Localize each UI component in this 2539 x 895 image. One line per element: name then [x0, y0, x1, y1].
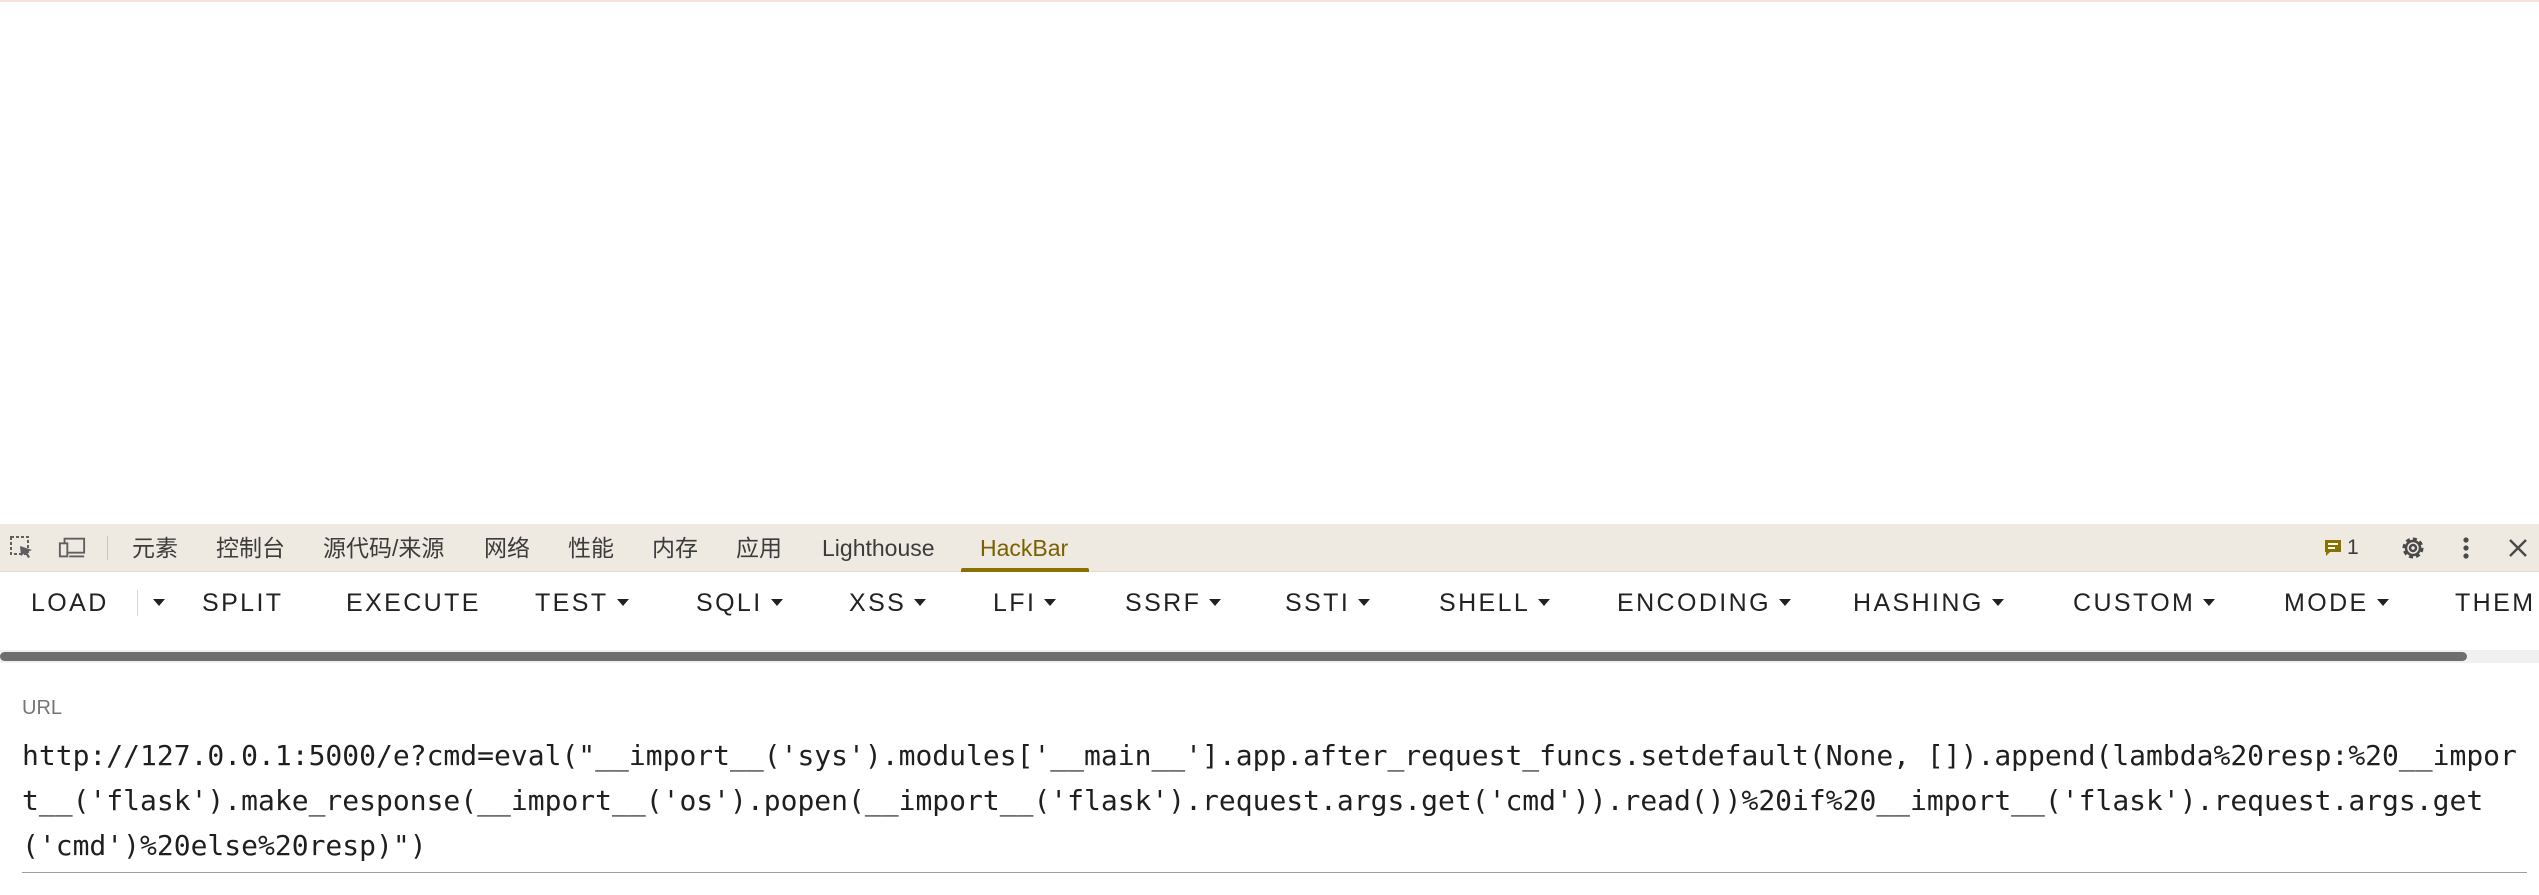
- tab-elements[interactable]: 元素: [132, 535, 178, 561]
- test-menu[interactable]: TEST: [535, 572, 629, 632]
- more-vertical-icon[interactable]: [2452, 534, 2480, 562]
- ssrf-menu[interactable]: SSRF: [1125, 572, 1222, 632]
- hackbar-menu: LOAD SPLIT EXECUTE TEST SQLI XSS LFI SSR…: [0, 572, 2539, 632]
- close-icon[interactable]: [2504, 534, 2532, 562]
- tab-network[interactable]: 网络: [484, 535, 530, 561]
- chevron-down-icon: [2203, 598, 2216, 606]
- chevron-down-icon: [153, 598, 165, 606]
- issues-flag-icon: [2323, 538, 2343, 558]
- mode-menu[interactable]: MODE: [2284, 572, 2389, 632]
- chevron-down-icon: [616, 598, 629, 606]
- browser-page-content: [0, 0, 2539, 2]
- chevron-down-icon: [1778, 598, 1791, 606]
- tab-application[interactable]: 应用: [736, 535, 782, 561]
- horizontal-scrollbar-thumb[interactable]: [0, 652, 2467, 661]
- inspect-element-icon[interactable]: [8, 534, 36, 562]
- split-button[interactable]: SPLIT: [202, 589, 284, 617]
- chevron-down-icon: [770, 598, 783, 606]
- url-input[interactable]: http://127.0.0.1:5000/e?cmd=eval("__impo…: [22, 739, 2517, 862]
- theme-menu[interactable]: THEM: [2455, 589, 2536, 617]
- load-split-divider: [137, 590, 138, 616]
- device-toolbar-icon[interactable]: [58, 534, 86, 562]
- devtools-panel: 元素 控制台 源代码/来源 网络 性能 内存 应用 Lighthouse Hac…: [0, 524, 2539, 895]
- chevron-down-icon: [1358, 598, 1371, 606]
- encoding-menu[interactable]: ENCODING: [1617, 572, 1791, 632]
- xss-menu[interactable]: XSS: [849, 572, 927, 632]
- toolbar-separator: [107, 536, 108, 560]
- tab-hackbar[interactable]: HackBar: [980, 535, 1069, 561]
- ssti-menu[interactable]: SSTI: [1285, 572, 1371, 632]
- devtools-tabbar: 元素 控制台 源代码/来源 网络 性能 内存 应用 Lighthouse Hac…: [0, 524, 2539, 572]
- shell-menu[interactable]: SHELL: [1439, 572, 1551, 632]
- tab-sources[interactable]: 源代码/来源: [323, 535, 445, 561]
- active-tab-indicator: [961, 568, 1089, 572]
- chevron-down-icon: [2376, 598, 2389, 606]
- tab-memory[interactable]: 内存: [652, 535, 698, 561]
- tab-lighthouse[interactable]: Lighthouse: [822, 535, 935, 561]
- lfi-menu[interactable]: LFI: [993, 572, 1057, 632]
- custom-menu[interactable]: CUSTOM: [2073, 572, 2216, 632]
- sqli-menu[interactable]: SQLI: [696, 572, 783, 632]
- issues-badge[interactable]: 1: [2323, 536, 2359, 560]
- hashing-menu[interactable]: HASHING: [1853, 572, 2004, 632]
- url-label: URL: [22, 697, 63, 719]
- tab-performance[interactable]: 性能: [568, 535, 614, 561]
- tab-console[interactable]: 控制台: [216, 535, 285, 561]
- chevron-down-icon: [1538, 598, 1551, 606]
- url-input-underline: [22, 872, 2527, 873]
- chevron-down-icon: [914, 598, 927, 606]
- load-dropdown-button[interactable]: [145, 572, 165, 632]
- chevron-down-icon: [1209, 598, 1222, 606]
- execute-button[interactable]: EXECUTE: [346, 589, 481, 617]
- issues-count: 1: [2347, 536, 2359, 559]
- chevron-down-icon: [1044, 598, 1057, 606]
- chevron-down-icon: [1991, 598, 2004, 606]
- gear-icon[interactable]: [2399, 534, 2427, 562]
- load-button[interactable]: LOAD: [31, 589, 109, 617]
